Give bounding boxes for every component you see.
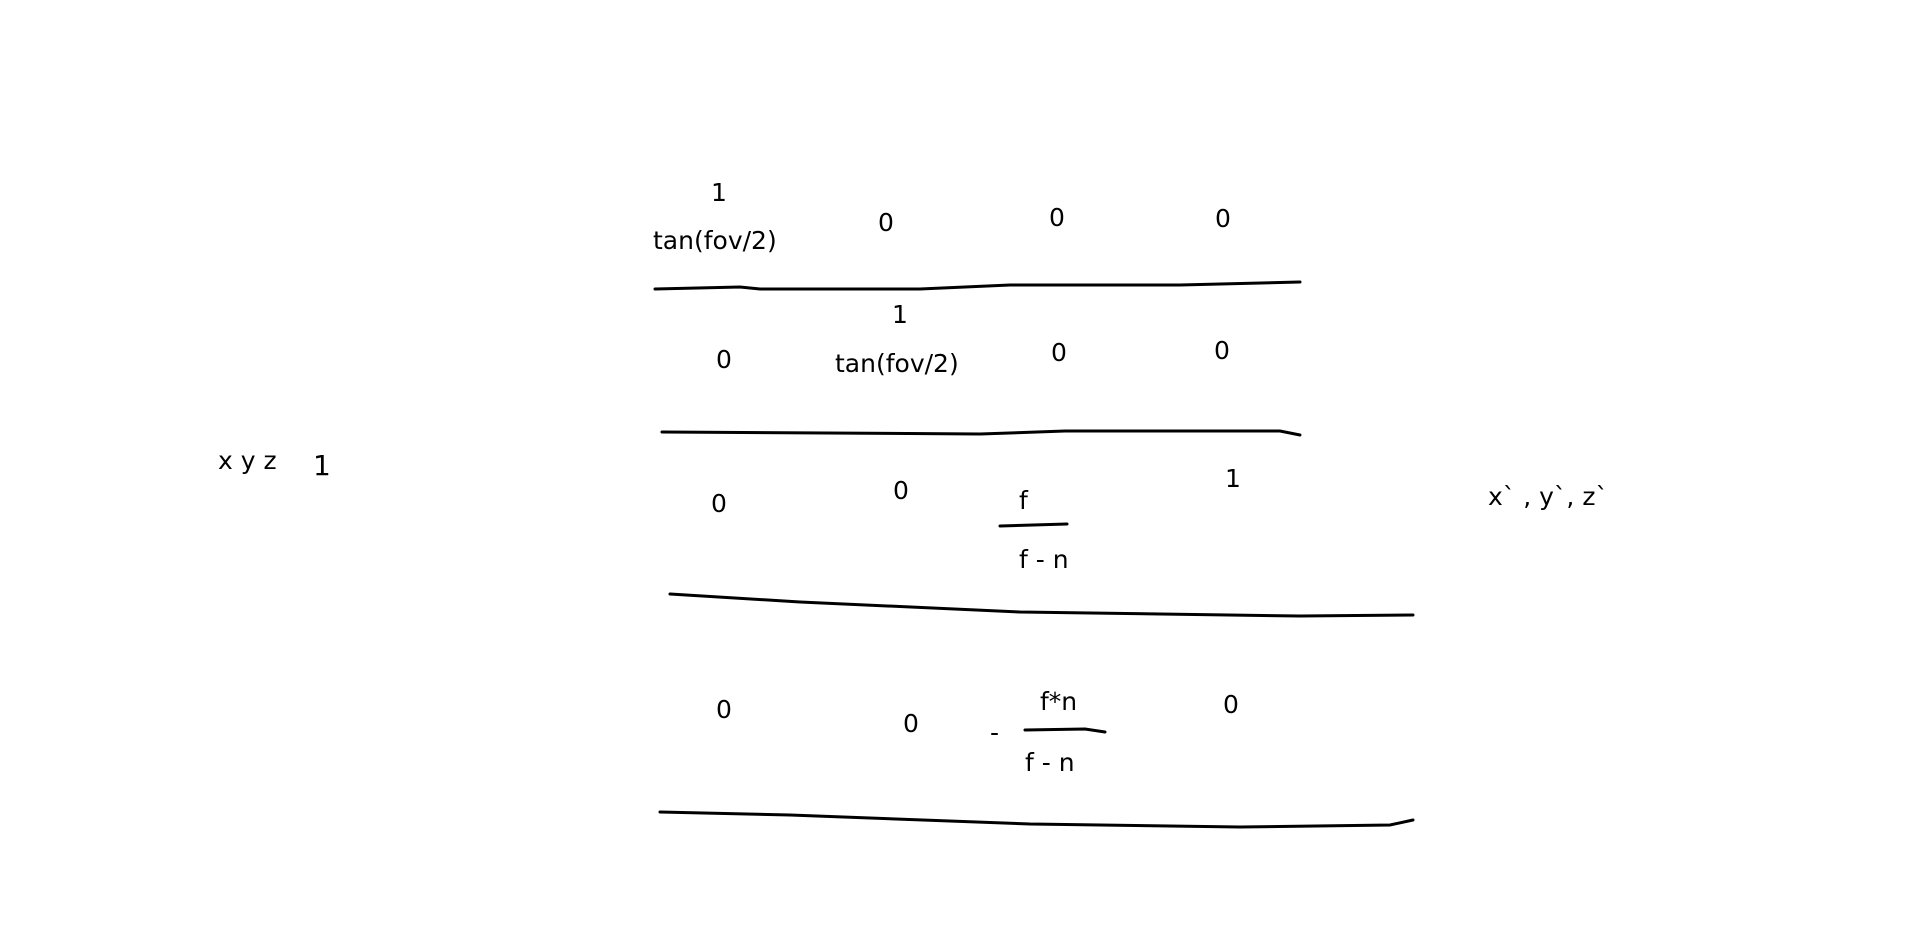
row2-col4: 0 <box>1214 336 1230 365</box>
row1-col4: 0 <box>1215 204 1231 233</box>
input-vector-xyz: x y z <box>218 446 277 475</box>
row-2-divider <box>660 429 1302 437</box>
row3-col3-denominator: f - n <box>1019 545 1069 574</box>
row4-col4: 0 <box>1223 690 1239 719</box>
row2-col3: 0 <box>1051 338 1067 367</box>
row4-col3-denominator: f - n <box>1025 748 1075 777</box>
row1-col2: 0 <box>878 208 894 237</box>
row1-col1-denominator: tan(fov/2) <box>653 226 777 255</box>
row-4-divider <box>658 810 1415 829</box>
row2-col2-numerator: 1 <box>892 300 908 329</box>
row4-col3-sign: - <box>990 718 1000 747</box>
fraction-bar-f <box>998 522 1069 528</box>
row4-col1: 0 <box>716 695 732 724</box>
fraction-bar-fn <box>1023 727 1107 734</box>
row3-col4: 1 <box>1225 464 1241 493</box>
row-3-divider <box>668 592 1415 618</box>
row4-col3-numerator: f*n <box>1040 687 1078 716</box>
row3-col3-numerator: f <box>1019 486 1028 515</box>
row1-col1-numerator: 1 <box>711 178 727 207</box>
input-vector-w: 1 <box>313 449 331 482</box>
row4-col2: 0 <box>903 709 919 738</box>
row3-col1: 0 <box>711 489 727 518</box>
row1-col3: 0 <box>1049 203 1065 232</box>
row2-col1: 0 <box>716 345 732 374</box>
output-vector: x` , y`, z` <box>1488 482 1608 511</box>
row3-col2: 0 <box>893 476 909 505</box>
row-1-divider <box>653 280 1302 291</box>
row2-col2-denominator: tan(fov/2) <box>835 349 959 378</box>
